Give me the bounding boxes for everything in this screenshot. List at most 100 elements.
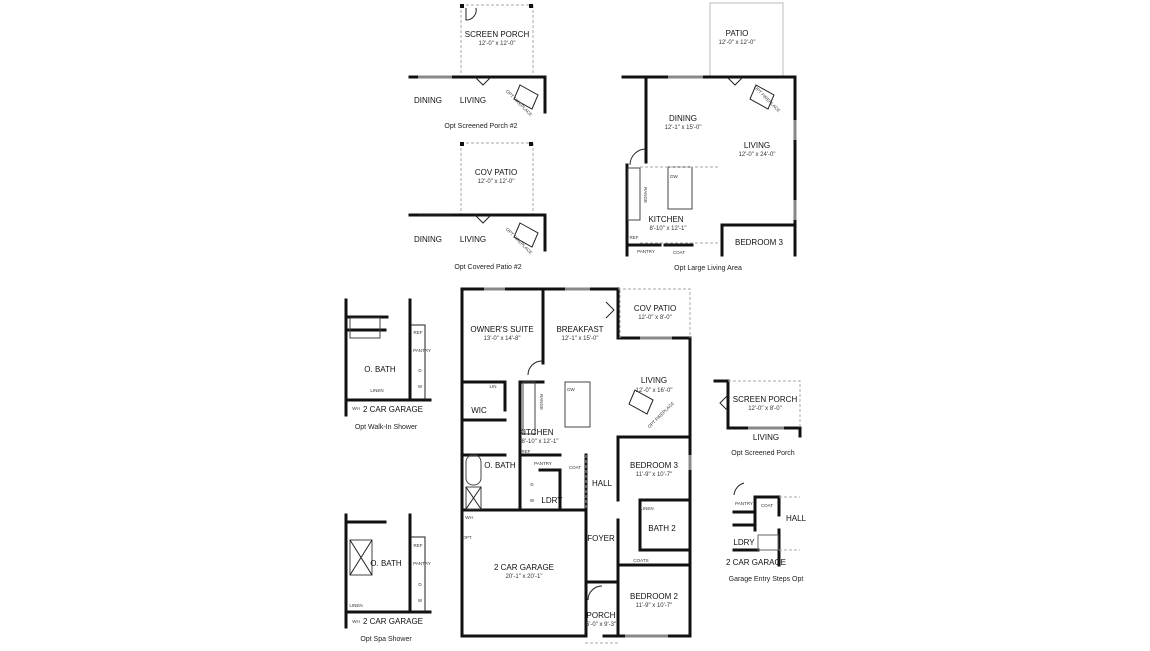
caption: Opt Screened Porch #2 <box>444 123 517 130</box>
kitchen-dim: 8'-10" x 12'-1" <box>650 226 687 232</box>
fireplace-label: OPT FIREPLACE <box>505 89 534 118</box>
cov-patio-dim: 12'-0" x 8'-0" <box>638 315 672 321</box>
wh-label: WH <box>465 515 473 520</box>
caption: Opt Walk-In Shower <box>355 424 418 431</box>
owners-suite-dim: 13'-0" x 14'-8" <box>484 336 521 342</box>
range-label: RANGE <box>539 394 544 410</box>
washer-label: W <box>418 598 423 603</box>
opt-large-living-area: PATIO 12'-0" x 12'-0" DINING 12'-1" x 15… <box>621 2 797 272</box>
kitchen-dim: 8'-10" x 12'-1" <box>522 439 559 445</box>
coat-label: COAT <box>761 503 773 508</box>
opt-walk-in-shower: O. BATH REF PANTRY D W LINEN WH 2 CAR GA… <box>344 298 432 431</box>
pantry-label: PANTRY <box>413 561 431 566</box>
opt-covered-patio-2: COV PATIO 12'-0" x 12'-0" DINING LIVING … <box>408 142 547 271</box>
bedroom3-label: BEDROOM 3 <box>735 238 784 247</box>
ref-label: REF <box>522 449 531 454</box>
linen-label: LINEN <box>640 506 653 511</box>
porch-label: PORCH <box>587 611 616 620</box>
living-label: LIVING <box>460 96 486 105</box>
pantry-label: PANTRY <box>534 461 552 466</box>
caption: Opt Large Living Area <box>674 265 742 272</box>
garage-dim: 20'-1" x 20'-1" <box>506 574 543 580</box>
obath-label: O. BATH <box>364 365 396 374</box>
opt-screened-porch: SCREEN PORCH 12'-0" x 8'-0" LIVING Opt S… <box>713 379 802 457</box>
bedroom3-label: BEDROOM 3 <box>630 461 679 470</box>
porch-dim: 12'-0" x 8'-0" <box>748 406 782 412</box>
washer-label: W <box>530 498 535 503</box>
living-dim: 12'-0" x 16'-0" <box>636 388 673 394</box>
hall-label: HALL <box>786 514 807 523</box>
dining-label: DINING <box>414 235 442 244</box>
garage-label: 2 CAR GARAGE <box>363 617 423 626</box>
living-label: LIVING <box>460 235 486 244</box>
caption: Garage Entry Steps Opt <box>729 576 804 583</box>
living-dim: 12'-0" x 24'-0" <box>739 152 776 158</box>
opt-label: OPT <box>462 535 472 540</box>
pantry-label: PANTRY <box>637 249 655 254</box>
pantry-label: PANTRY <box>735 501 753 506</box>
living-label: LIVING <box>641 376 667 385</box>
dryer-label: D <box>418 582 422 587</box>
dryer-label: D <box>530 482 534 487</box>
patio-label: COV PATIO <box>475 168 517 177</box>
ref-label: REF <box>414 330 423 335</box>
owners-suite-label: OWNER'S SUITE <box>470 325 533 334</box>
dining-label: DINING <box>669 114 697 123</box>
wh-label: WH <box>352 406 360 411</box>
garage-label: 2 CAR GARAGE <box>494 563 554 572</box>
ref-label: REF <box>414 543 423 548</box>
cov-patio-label: COV PATIO <box>634 304 676 313</box>
patio-dim: 12'-0" x 12'-0" <box>478 179 515 185</box>
porch-dim: 5'-0" x 9'-3" <box>586 622 616 628</box>
main-floor-plan: OWNER'S SUITE 13'-0" x 14'-8" BREAKFAST … <box>460 287 692 644</box>
patio-dim: 12'-0" x 12'-0" <box>719 40 756 46</box>
dw-label: DW <box>567 387 575 392</box>
linen-label: LINEN <box>349 603 362 608</box>
living-label: LIVING <box>753 433 779 442</box>
caption: Opt Screened Porch <box>731 450 795 457</box>
lin-label: LIN <box>489 384 496 389</box>
ldry-label: LDRY <box>541 496 563 505</box>
opt-spa-shower: O. BATH REF PANTRY D W LINEN WH 2 CAR GA… <box>344 513 432 643</box>
wic-label: WIC <box>471 406 487 415</box>
bedroom3-dim: 11'-9" x 10'-7" <box>636 472 672 478</box>
dining-label: DINING <box>414 96 442 105</box>
coat-label: COAT <box>569 465 581 470</box>
bath2-label: BATH 2 <box>648 524 676 533</box>
garage-entry-steps-opt: PANTRY COAT HALL LDRY 2 CAR GARAGE Garag… <box>726 482 807 583</box>
obath-label: O. BATH <box>370 559 402 568</box>
porch-label: SCREEN PORCH <box>733 395 798 404</box>
porch-dim: 12'-0" x 12'-0" <box>479 41 516 47</box>
opt-screened-porch-2: SCREEN PORCH 12'-0" x 12'-0" DINING LIVI… <box>408 4 547 130</box>
obath-label: O. BATH <box>484 461 516 470</box>
washer-label: W <box>418 384 423 389</box>
dw-label: DW <box>670 174 678 179</box>
hall-label: HALL <box>592 479 613 488</box>
kitchen-label: KITCHEN <box>518 428 553 437</box>
caption: Opt Spa Shower <box>360 636 412 643</box>
bedroom2-dim: 11'-9" x 10'-7" <box>636 603 672 609</box>
bedroom2-label: BEDROOM 2 <box>630 592 679 601</box>
porch-label: SCREEN PORCH <box>465 30 530 39</box>
kitchen-label: KITCHEN <box>648 215 683 224</box>
caption: Opt Covered Patio #2 <box>454 264 521 271</box>
coat-label: COAT <box>673 250 685 255</box>
foyer-label: FOYER <box>587 534 615 543</box>
breakfast-dim: 12'-1" x 15'-0" <box>562 336 599 342</box>
coats-label: COATS <box>633 558 648 563</box>
dryer-label: D <box>418 368 422 373</box>
ref-label: REF <box>630 235 639 240</box>
ldry-label: LDRY <box>733 538 755 547</box>
pantry-label: PANTRY <box>413 348 431 353</box>
dining-dim: 12'-1" x 15'-0" <box>665 125 702 131</box>
wh-label: WH <box>352 619 360 624</box>
patio-label: PATIO <box>726 29 749 38</box>
linen-label: LINEN <box>370 388 383 393</box>
living-label: LIVING <box>744 141 770 150</box>
breakfast-label: BREAKFAST <box>556 325 603 334</box>
garage-label: 2 CAR GARAGE <box>726 558 786 567</box>
garage-label: 2 CAR GARAGE <box>363 405 423 414</box>
range-label: RANGE <box>643 187 648 203</box>
fireplace-label: OPT FIREPLACE <box>505 227 534 256</box>
